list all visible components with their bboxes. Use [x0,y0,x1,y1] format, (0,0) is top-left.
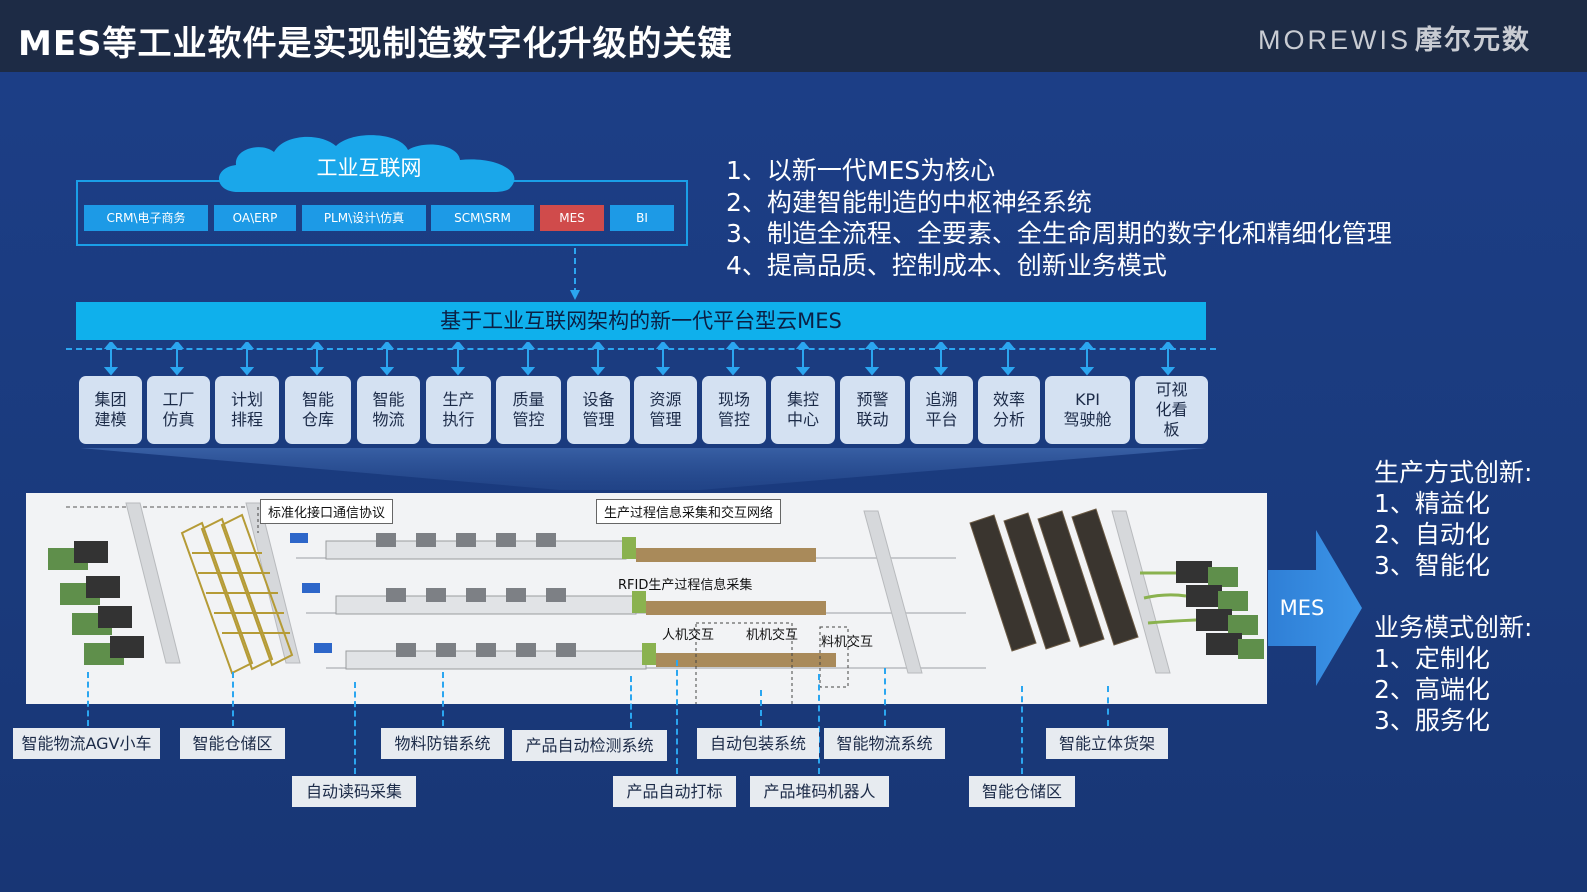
connector-line [354,682,356,774]
system-scm-srm: SCM\SRM [431,205,534,231]
module-label: 集控 中心 [786,390,819,429]
cloud-icon [218,135,515,192]
connector-line [818,674,820,774]
innovation-item: 2、自动化 [1374,520,1490,549]
module-label: 质量 管控 [512,390,545,429]
label-material-machine: 料机交互 [821,635,874,650]
connector-line [760,690,762,726]
module-production-execution: 生产 执行 [426,376,491,444]
module-smart-warehouse: 智能 仓库 [285,376,351,444]
arrow-label: MES [1279,596,1325,620]
module-site-control: 现场 管控 [702,376,766,444]
module-equipment-management: 设备 管理 [567,376,630,444]
factory-scene [48,502,1264,704]
label-anti-error: 物料防错系统 [381,728,504,759]
module-group-modeling: 集团 建模 [79,376,142,444]
module-label: 计划 排程 [230,390,263,429]
system-bi: BI [610,205,674,231]
label-interface-protocol: 标准化接口通信协议 [260,499,394,524]
platform-banner: 基于工业互联网架构的新一代平台型云MES [76,302,1206,340]
module-label: 设备 管理 [582,390,615,429]
key-point: 1、以新一代MES为核心 [726,156,996,185]
label-stereo-rack: 智能立体货架 [1046,728,1168,759]
module-resource-management: 资源 管理 [634,376,697,444]
business-innovation-title: 业务模式创新: [1374,613,1533,642]
connector-line [87,672,89,726]
label-stacking-robot: 产品堆码机器人 [750,776,889,807]
system-mes: MES [540,205,604,231]
module-connectors [103,342,1176,376]
module-label: 智能 仓库 [301,390,334,429]
label-warehouse-right: 智能仓储区 [969,776,1075,807]
module-label: 资源 管理 [649,390,682,429]
module-label: KPI 驾驶舱 [1063,390,1112,429]
innovation-item: 1、定制化 [1374,644,1490,673]
cloud-label: 工业互联网 [316,156,422,180]
module-quality-control: 质量 管控 [496,376,561,444]
module-smart-logistics: 智能 物流 [357,376,420,444]
label-logistics: 智能物流系统 [824,728,945,759]
innovation-item: 2、高端化 [1374,675,1490,704]
module-label: 生产 执行 [442,390,475,429]
label-auto-packing: 自动包装系统 [697,728,819,759]
logo-text-en: MOREWIS [1258,25,1411,55]
label-human-machine: 人机交互 [662,628,715,643]
connector-line [630,676,632,728]
label-agv: 智能物流AGV小车 [13,728,160,759]
platform-bus-line [66,348,1216,350]
system-crm: CRM\电子商务 [84,205,208,231]
module-label: 预警 联动 [856,390,889,429]
label-warehouse-left: 智能仓储区 [180,728,285,759]
innovation-item: 3、智能化 [1374,551,1490,580]
mes-output-arrow [1268,530,1362,686]
module-label: 集团 建模 [94,390,127,429]
module-control-center: 集控 中心 [771,376,835,444]
connector-line [676,660,678,774]
logo-text-cn: 摩尔元数 [1415,25,1531,56]
module-label: 追溯 平台 [925,390,958,429]
module-label: 工厂 仿真 [162,390,195,429]
connector-line [1021,686,1023,774]
funnel-shape [80,448,1206,490]
module-label: 效率 分析 [992,390,1025,429]
system-oa-erp: OA\ERP [214,205,296,231]
connector-line [884,668,886,726]
module-visual-board: 可视 化看 板 [1135,376,1208,444]
innovation-item: 3、服务化 [1374,706,1490,735]
module-traceability: 追溯 平台 [910,376,973,444]
connector-line [442,672,444,726]
system-plm: PLM\设计\仿真 [302,205,426,231]
key-point: 2、构建智能制造的中枢神经系统 [726,187,1092,217]
module-planning: 计划 排程 [215,376,279,444]
connector-line [1107,686,1109,726]
cloud-connector-arrow [570,248,580,300]
module-label: 可视 化看 板 [1155,380,1188,439]
key-points-list: 1、以新一代MES为核心 2、构建智能制造的中枢神经系统 3、制造全流程、全要素… [726,155,1392,281]
label-info-network: 生产过程信息采集和交互网络 [596,499,782,524]
label-rfid: RFID生产过程信息采集 [618,578,753,593]
label-auto-marking: 产品自动打标 [613,776,736,807]
key-point: 4、提高品质、控制成本、创新业务模式 [726,250,1167,280]
label-auto-inspection: 产品自动检测系统 [512,730,667,761]
module-efficiency-analysis: 效率 分析 [978,376,1040,444]
module-alarm-linkage: 预警 联动 [840,376,905,444]
page-title: MES等工业软件是实现制造数字化升级的关键 [18,24,733,64]
innovation-item: 1、精益化 [1374,489,1490,518]
label-barcode: 自动读码采集 [292,776,416,807]
module-label: 现场 管控 [717,390,750,429]
module-kpi-cockpit: KPI 驾驶舱 [1045,376,1130,444]
connector-line [232,672,234,726]
label-machine-machine: 机机交互 [746,628,799,643]
module-label: 智能 物流 [372,390,405,429]
production-innovation-title: 生产方式创新: [1374,458,1533,487]
module-factory-simulation: 工厂 仿真 [147,376,210,444]
factory-illustration: 标准化接口通信协议 生产过程信息采集和交互网络 RFID生产过程信息采集 人机交… [26,493,1267,704]
key-point: 3、制造全流程、全要素、全生命周期的数字化和精细化管理 [726,219,1392,248]
innovation-list: 生产方式创新: 1、精益化 2、自动化 3、智能化 业务模式创新: 1、定制化 … [1374,457,1532,736]
